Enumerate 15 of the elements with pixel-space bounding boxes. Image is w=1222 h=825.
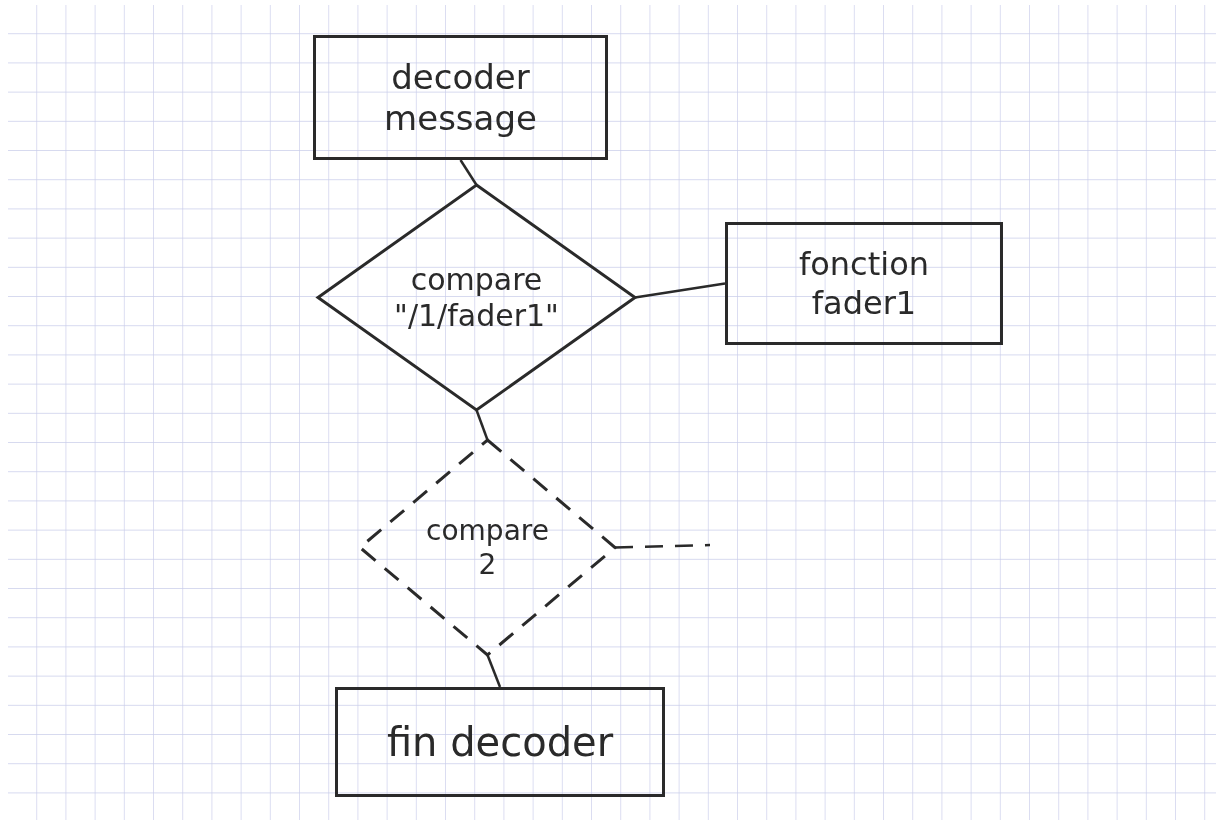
process-box — [335, 687, 665, 797]
node-label: fin decoder — [386, 718, 614, 766]
connector-line — [459, 159, 478, 186]
dashed-connector — [614, 543, 711, 549]
node-label: compare 2 — [425, 513, 550, 582]
process-box — [313, 35, 608, 160]
decision-diamond — [360, 440, 615, 655]
connector-line — [486, 654, 502, 688]
process-box — [725, 222, 1003, 345]
node-label: compare "/1/fader1" — [393, 261, 560, 334]
node-label: fonction fader1 — [798, 245, 930, 322]
node-label: decoder message — [383, 56, 538, 139]
connector-line — [634, 282, 726, 299]
decision-diamond — [318, 185, 635, 410]
connector-line — [475, 409, 489, 441]
